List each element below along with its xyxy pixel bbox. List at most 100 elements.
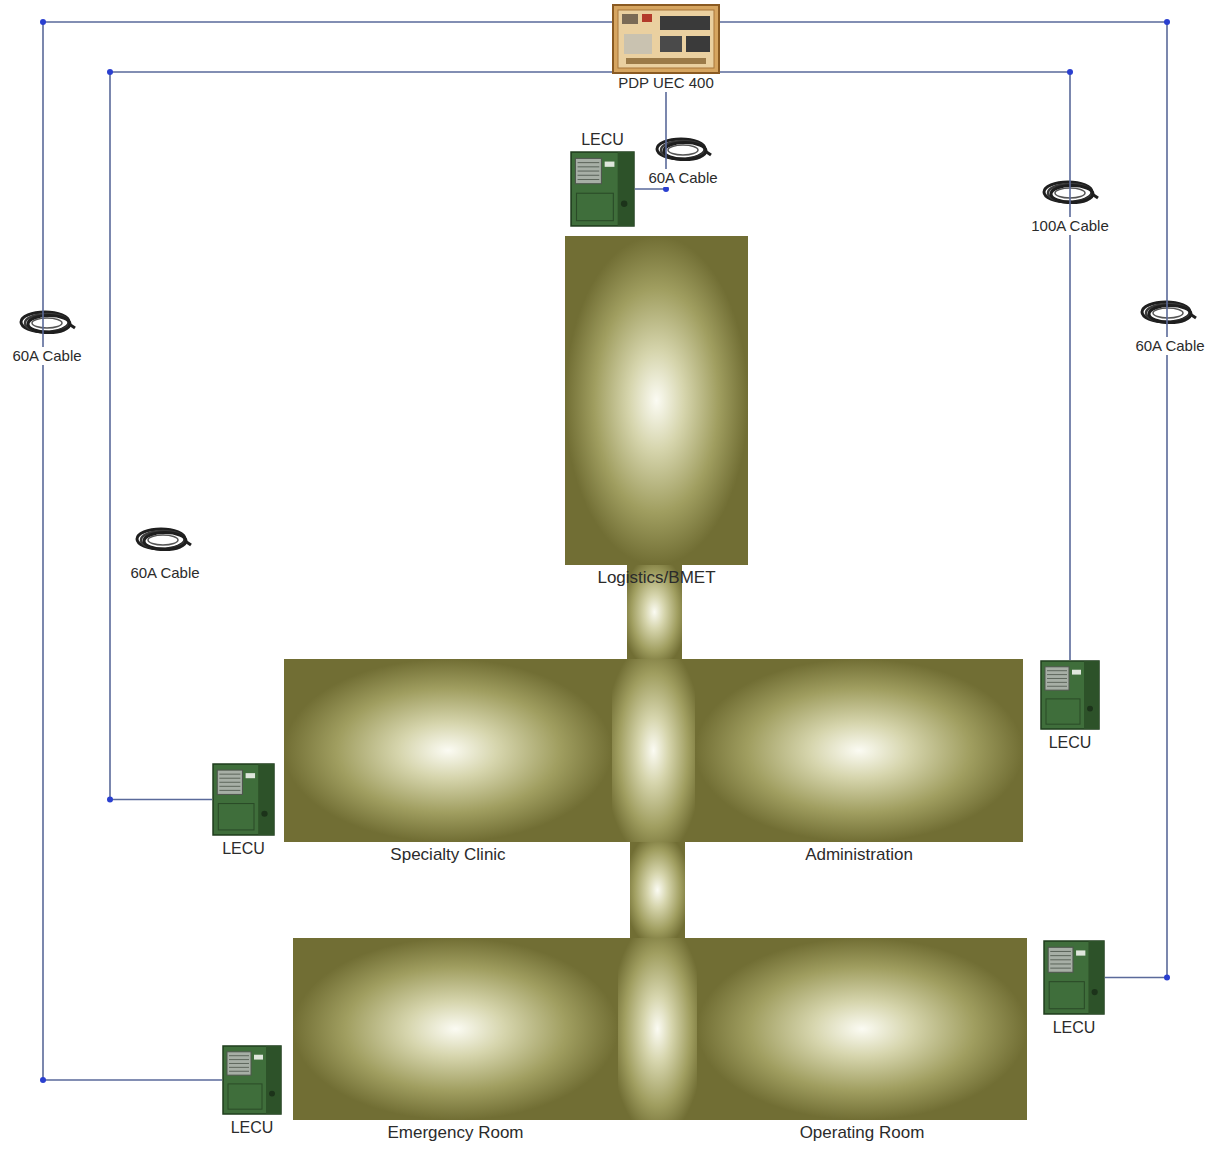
- lecu-panel: [577, 193, 614, 220]
- pdp-part: [626, 58, 706, 64]
- lecu-grille: [217, 770, 242, 794]
- pdp-part: [622, 14, 638, 24]
- pdp-part: [660, 16, 710, 30]
- grille-slat: [219, 790, 240, 791]
- tent-node: Emergency Room: [293, 938, 618, 1143]
- lecu-body: [213, 764, 274, 835]
- lecu-shape: [570, 151, 635, 227]
- tent-label: Operating Room: [800, 1123, 925, 1143]
- tent-node: Operating Room: [697, 938, 1027, 1143]
- pdp-part: [686, 36, 710, 52]
- grille-slat: [578, 179, 600, 180]
- cable-label: 60A Cable: [1133, 337, 1206, 355]
- bend-dot: [107, 69, 113, 75]
- lecu-shape: [1043, 940, 1105, 1015]
- bend-dot: [1067, 69, 1073, 75]
- bend-dot: [107, 797, 113, 803]
- lecu-node: LECU: [212, 763, 275, 858]
- lecu-node: LECU: [570, 130, 635, 227]
- lecu-side: [258, 764, 274, 835]
- grille-slat: [1047, 686, 1067, 687]
- lecu-panel: [1049, 982, 1084, 1009]
- lecu-plate: [1076, 950, 1085, 955]
- grille-slat: [578, 166, 600, 167]
- lecu-shape: [222, 1045, 282, 1115]
- pdp-label: PDP UEC 400: [618, 74, 714, 92]
- power-cable-line: [720, 72, 1070, 660]
- grille-slat: [1050, 968, 1071, 969]
- lecu-shape: [1040, 660, 1100, 730]
- pdp-part: [642, 14, 652, 22]
- lecu-body: [571, 152, 634, 226]
- tent-shape: [293, 938, 618, 1120]
- lecu-label: LECU: [581, 130, 624, 149]
- pdp-shape: [612, 4, 720, 74]
- lecu-icon: [1043, 940, 1105, 1015]
- cable-coil: [1044, 182, 1098, 203]
- lecu-port: [621, 201, 628, 207]
- cable-label: 60A Cable: [10, 347, 83, 365]
- grille-slat: [219, 786, 240, 787]
- lecu-panel: [228, 1084, 262, 1109]
- tent-shape: [695, 659, 1023, 842]
- pdp-face: [618, 10, 714, 68]
- lecu-label: LECU: [1049, 733, 1092, 752]
- grille-slat: [1047, 678, 1067, 679]
- grille-slat: [1047, 682, 1067, 683]
- grille-slat: [578, 162, 600, 163]
- junction: [612, 659, 695, 842]
- cable-label: 100A Cable: [1029, 217, 1111, 235]
- tent-label: Specialty Clinic: [390, 845, 505, 865]
- pdp-crate: [613, 5, 719, 73]
- cable-coil: [21, 312, 75, 333]
- lecu-port: [1092, 989, 1098, 995]
- bend-dot: [1164, 19, 1170, 25]
- lecu-body: [1041, 661, 1099, 729]
- lecu-label: LECU: [222, 839, 265, 858]
- lecu-shape: [212, 763, 275, 836]
- tent-node: Logistics/BMET: [565, 236, 748, 588]
- grille-slat: [229, 1071, 249, 1072]
- pdp-part: [624, 34, 652, 54]
- lecu-icon: [570, 151, 635, 227]
- bend-dot: [40, 1077, 46, 1083]
- lecu-port: [261, 811, 267, 817]
- tent-label: Administration: [805, 845, 913, 865]
- tent-label: Logistics/BMET: [597, 568, 715, 588]
- tent-label: Emergency Room: [387, 1123, 523, 1143]
- lecu-side: [266, 1046, 281, 1114]
- lecu-grille: [1048, 947, 1073, 972]
- cable-coil: [137, 529, 191, 550]
- lecu-body: [1044, 941, 1104, 1014]
- tent-shape: [284, 659, 612, 842]
- grille-slat: [1050, 955, 1071, 956]
- junction: [618, 938, 697, 1120]
- lecu-grille: [1045, 667, 1069, 690]
- grille-slat: [578, 171, 600, 172]
- lecu-label: LECU: [231, 1118, 274, 1137]
- grille-slat: [1047, 670, 1067, 671]
- lecu-grille: [227, 1052, 251, 1075]
- lecu-plate: [246, 773, 255, 778]
- grille-slat: [1050, 951, 1071, 952]
- lecu-side: [1088, 941, 1104, 1014]
- tent-node: Specialty Clinic: [284, 659, 612, 865]
- pdp-icon: [612, 4, 720, 74]
- lecu-plate: [605, 162, 615, 167]
- lecu-panel: [1046, 699, 1080, 724]
- cable-label: 60A Cable: [128, 564, 201, 582]
- tent-shape: [697, 938, 1027, 1120]
- grille-slat: [219, 778, 240, 779]
- lecu-plate: [1072, 670, 1081, 675]
- grille-slat: [229, 1055, 249, 1056]
- lecu-grille: [575, 158, 601, 183]
- lecu-port: [269, 1091, 275, 1097]
- cable-label: 60A Cable: [646, 169, 719, 187]
- corridor: [630, 842, 685, 938]
- grille-slat: [1047, 674, 1067, 675]
- grille-slat: [578, 175, 600, 176]
- bend-dot: [40, 19, 46, 25]
- lecu-icon: [222, 1045, 282, 1115]
- lecu-panel: [218, 804, 254, 830]
